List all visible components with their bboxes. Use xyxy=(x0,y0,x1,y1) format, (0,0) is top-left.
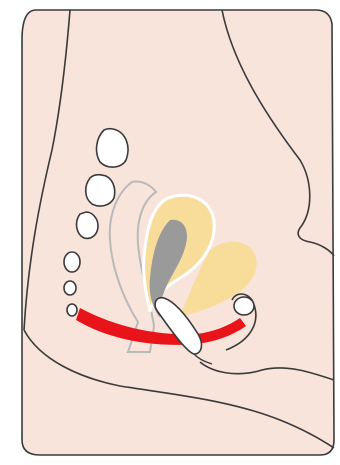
vertebra-5 xyxy=(64,281,76,295)
vertebra-1 xyxy=(97,129,128,167)
vertebra-3 xyxy=(77,212,98,238)
vertebra-4 xyxy=(64,252,80,272)
vertebra-2 xyxy=(86,175,115,206)
vertebra-6 xyxy=(67,304,77,316)
pubic-bone xyxy=(234,297,254,315)
